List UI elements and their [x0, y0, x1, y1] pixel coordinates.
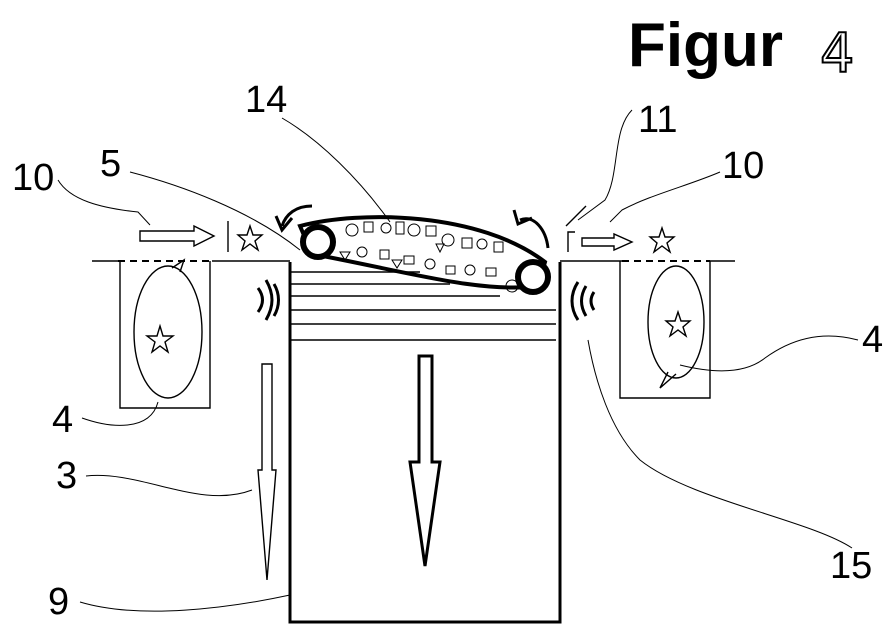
right-star-icon — [664, 309, 692, 338]
right-top-star-icon — [648, 225, 676, 254]
label-5: 5 — [100, 143, 121, 185]
right-wave-inner — [570, 281, 580, 321]
right-box — [619, 261, 711, 399]
left-wave-inner — [272, 283, 280, 317]
left-top-star-icon — [236, 223, 264, 252]
figure-title: Figur — [628, 11, 783, 80]
left-down-arrow — [257, 363, 277, 581]
main-container — [288, 262, 562, 624]
left-box — [119, 261, 211, 409]
right-wave-outer — [589, 291, 596, 311]
right-rotation-arrow — [519, 217, 550, 249]
label-3: 3 — [56, 455, 77, 497]
belt-items — [339, 221, 519, 293]
right-speech-ellipse — [647, 265, 705, 379]
leader-5 — [129, 171, 301, 251]
label-4-right: 4 — [862, 319, 883, 361]
label-14: 14 — [245, 79, 287, 121]
left-star-icon — [144, 323, 176, 354]
right-speech-tail — [659, 371, 677, 389]
left-speech-tail — [171, 258, 186, 273]
right-rotation-arrowhead — [512, 209, 533, 227]
right-roller — [515, 259, 551, 295]
left-wave-mid — [264, 279, 274, 321]
right-push-arrow — [581, 232, 634, 252]
label-10-left: 10 — [12, 157, 54, 199]
leader-4-left — [81, 401, 159, 426]
left-speech-ellipse — [133, 265, 203, 399]
leader-11 — [577, 109, 633, 221]
leader-10-left — [57, 179, 151, 226]
right-wave-mid — [580, 285, 588, 317]
left-rotation-arrow — [280, 204, 313, 227]
label-9: 9 — [48, 581, 69, 623]
leader-4-right — [679, 335, 859, 372]
left-rotation-arrowhead — [274, 215, 294, 233]
figure-number: 4 — [820, 22, 854, 85]
label-15: 15 — [830, 545, 872, 587]
conveyor-belt — [297, 215, 548, 290]
label-4-left: 4 — [52, 399, 73, 441]
leader-15 — [587, 339, 853, 549]
flap-11 — [565, 205, 587, 252]
label-11: 11 — [638, 99, 677, 141]
center-down-arrow — [408, 354, 442, 567]
leader-9 — [79, 594, 291, 612]
left-roller — [300, 224, 336, 260]
left-push-arrow — [139, 224, 216, 248]
leader-3 — [85, 474, 253, 497]
left-wave-outer — [256, 287, 264, 313]
label-10-right: 10 — [722, 145, 764, 187]
leader-10-right — [609, 171, 721, 223]
leader-14 — [281, 117, 391, 223]
